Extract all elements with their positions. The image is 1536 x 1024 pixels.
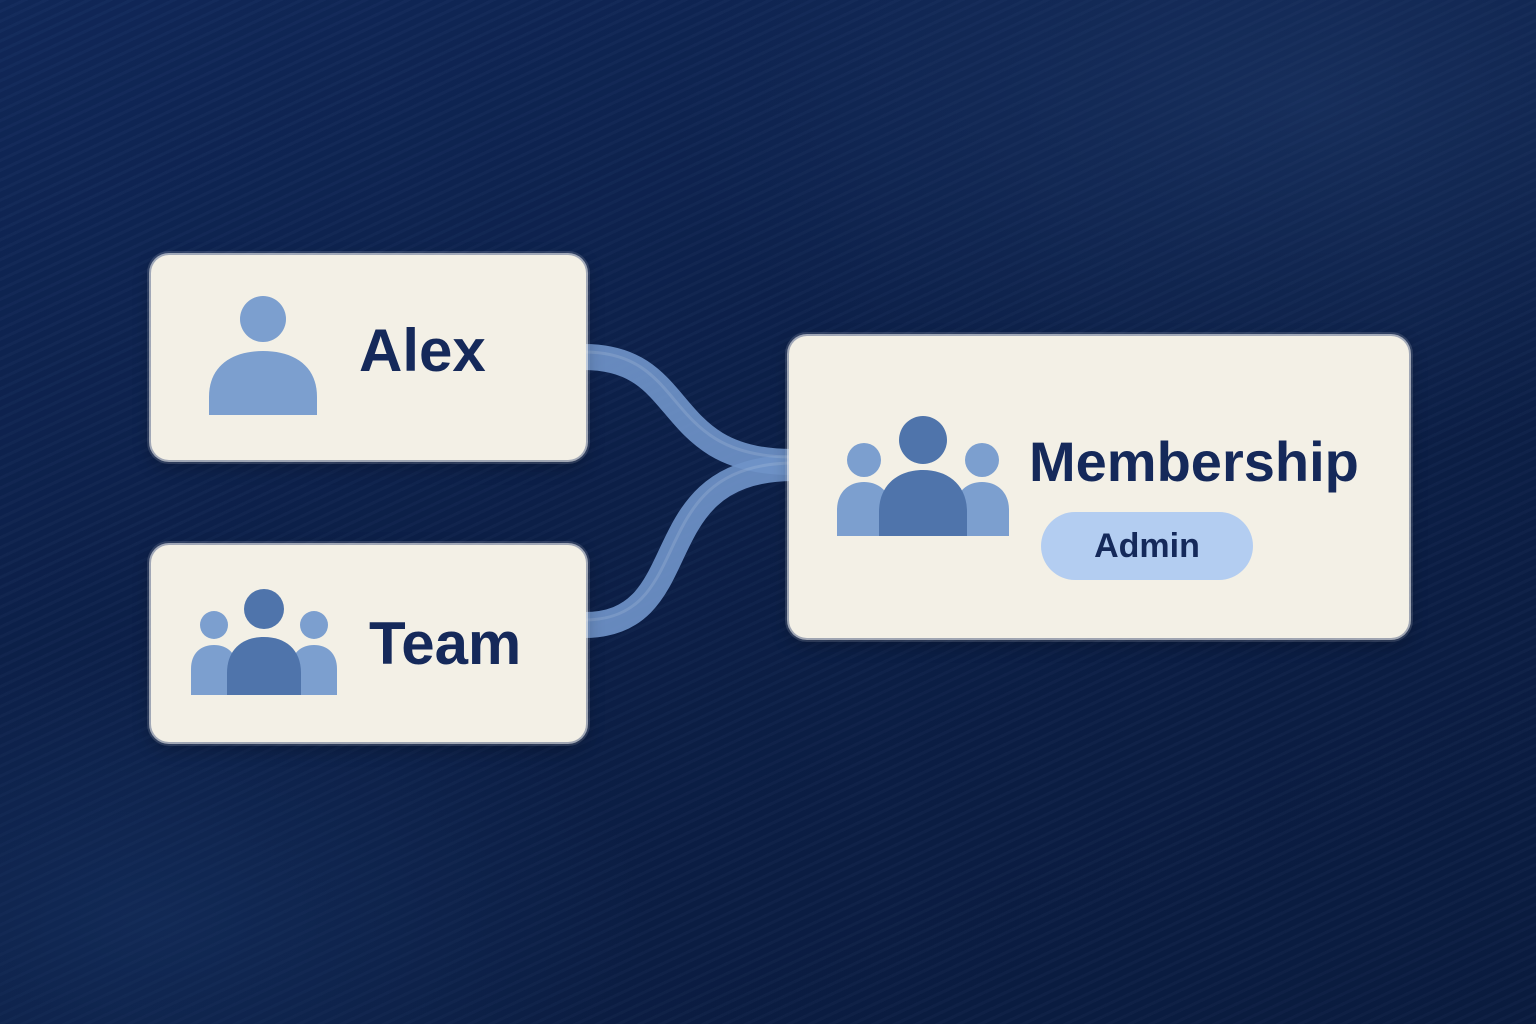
node-label: Team [369,610,522,677]
node-label: Alex [359,317,486,384]
node-team: Team [151,545,586,742]
connector-team-membership [583,455,793,638]
node-membership: Membership Admin [789,336,1409,638]
user-icon [209,296,317,415]
node-label: Membership [1029,430,1359,493]
group-icon [837,416,1009,536]
node-alex: Alex [151,255,586,460]
connector-alex-membership [583,344,793,475]
role-badge: Admin [1041,512,1253,580]
group-icon [191,589,337,695]
